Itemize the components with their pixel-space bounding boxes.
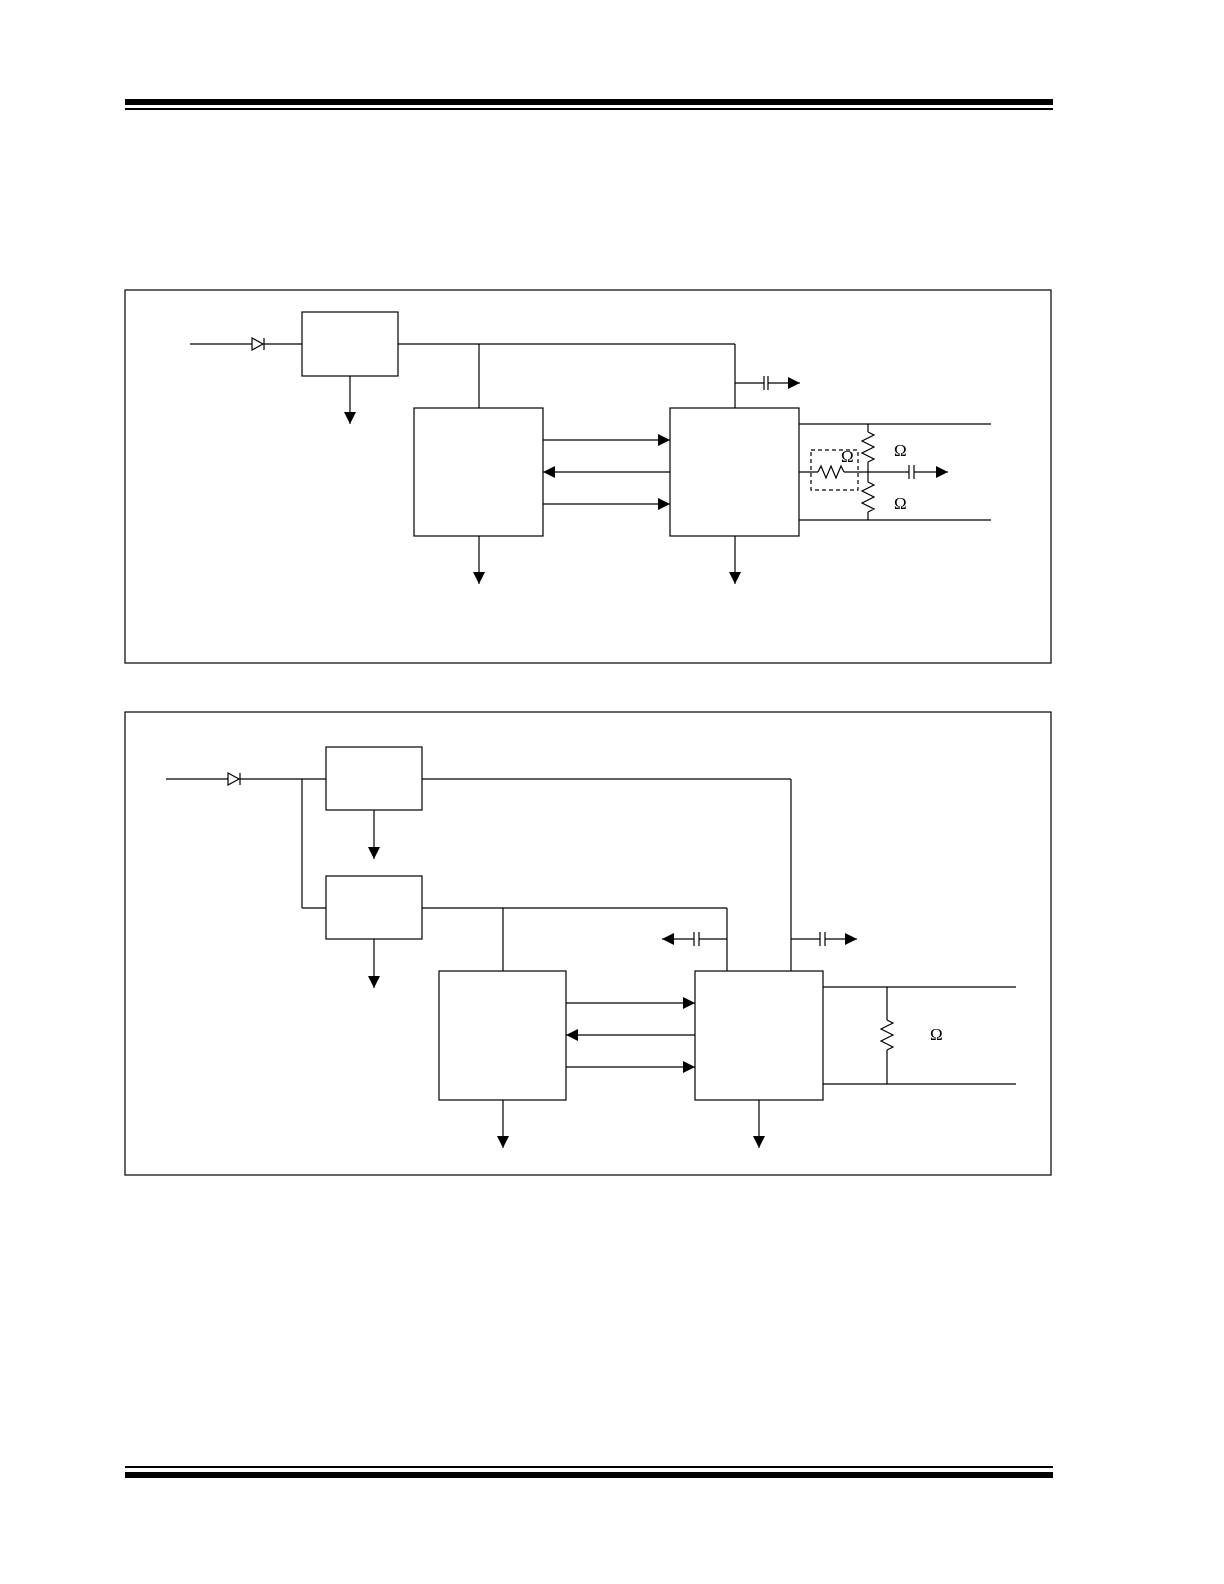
d2-mcu-block: [438, 970, 567, 1101]
d1-mcu-block: [413, 407, 544, 537]
d1-decoupling-capacitor-icon: [763, 376, 769, 390]
d1-transceiver-block: [669, 407, 800, 537]
d1-lower-resistor-icon: [860, 481, 876, 513]
d1-upper-resistor-label: Ω: [894, 441, 907, 460]
d1-optional-resistor-box: [810, 449, 859, 491]
d2-diode-icon: [227, 771, 241, 787]
d2-termination-resistor-label: Ω: [930, 1025, 943, 1044]
diagram-1: [124, 289, 1052, 664]
d1-inner-resistor-label: Ω: [841, 447, 854, 466]
d1-regulator-block: [301, 311, 399, 377]
d2-regulator-2-block: [325, 875, 423, 940]
d2-decoupling-capacitor-left-icon: [693, 932, 700, 946]
diagram-2: [124, 711, 1052, 1176]
d1-upper-resistor-icon: [860, 431, 876, 463]
d1-split-capacitor-icon: [908, 465, 915, 479]
footer-rule-thick: [125, 1472, 1053, 1478]
footer-rule-thin: [125, 1466, 1053, 1468]
diagram-2-frame: [124, 711, 1052, 1176]
d1-lower-resistor-label: Ω: [894, 494, 907, 513]
d2-decoupling-capacitor-right-icon: [819, 932, 826, 946]
d1-diode-icon: [251, 336, 265, 352]
header-rule-thick: [125, 99, 1053, 105]
diagram-1-frame: [124, 289, 1052, 664]
d1-inner-resistor-icon: [817, 464, 845, 480]
d2-termination-resistor-icon: [879, 1019, 895, 1051]
header-rule-thin: [125, 108, 1053, 110]
d2-transceiver-block: [694, 970, 824, 1101]
d2-regulator-1-block: [325, 746, 423, 811]
